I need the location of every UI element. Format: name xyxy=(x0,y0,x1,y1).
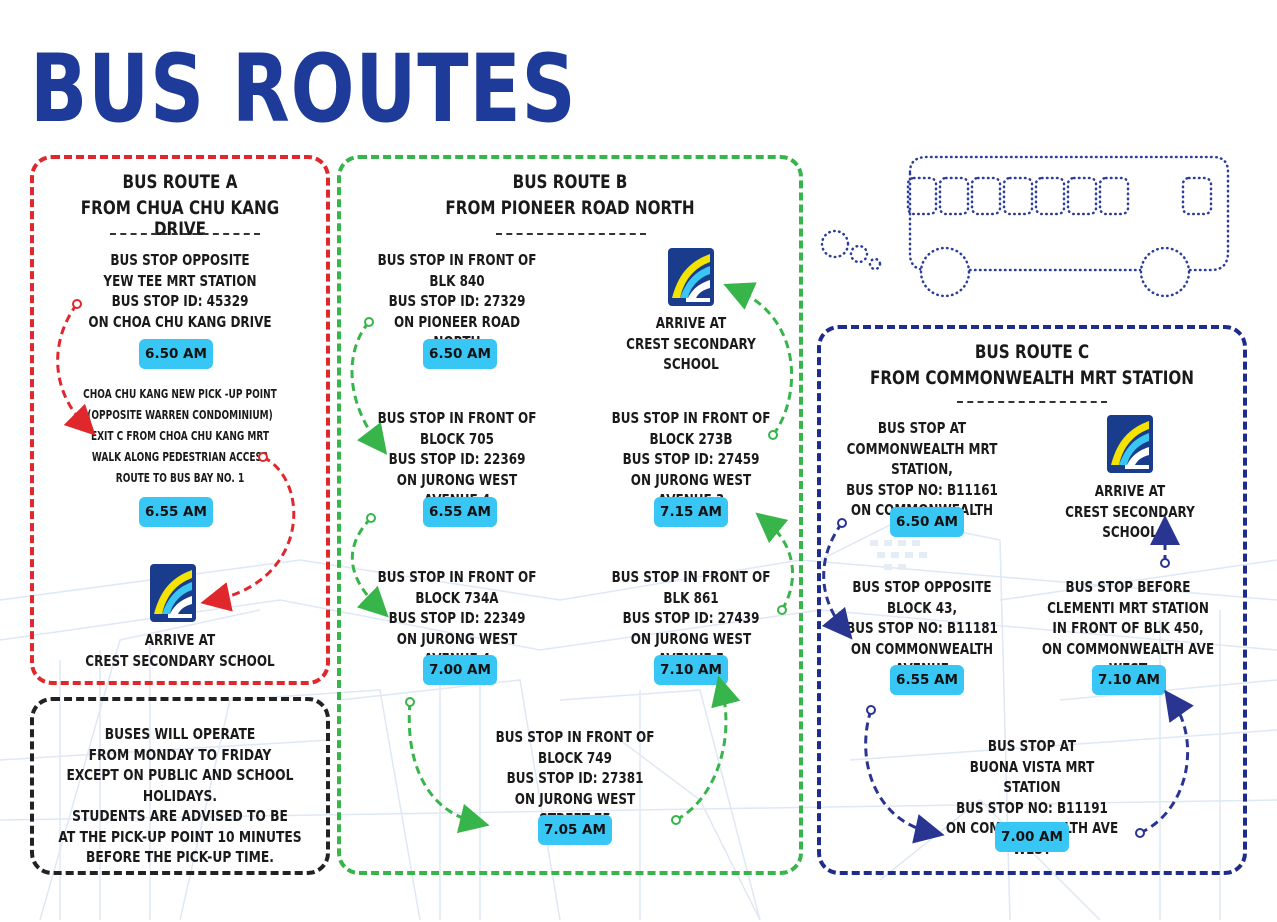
route-c-stop-4-time: 7.10 AM xyxy=(1092,665,1166,695)
route-c-arrival: ARRIVE AT CREST SECONDARY SCHOOL xyxy=(1065,482,1195,541)
operating-note: BUSES WILL OPERATE FROM MONDAY TO FRIDAY… xyxy=(58,725,302,866)
route-b-divider xyxy=(496,233,646,235)
route-c-stop-1-time: 6.50 AM xyxy=(890,507,964,537)
crest-logo-icon xyxy=(150,564,196,622)
route-c-stop-2-time: 6.55 AM xyxy=(890,665,964,695)
route-c-heading: BUS ROUTE C FROM COMMONWEALTH MRT STATIO… xyxy=(869,341,1195,389)
route-c-panel xyxy=(817,325,1247,875)
route-a-heading: BUS ROUTE A FROM CHUA CHU KANG DRIVE xyxy=(80,171,280,240)
route-c-stop-3-time: 7.00 AM xyxy=(995,822,1069,852)
route-b-arrival: ARRIVE AT CREST SECONDARY SCHOOL xyxy=(626,314,756,373)
route-a-divider xyxy=(110,233,260,235)
route-b-heading: BUS ROUTE B FROM PIONEER ROAD NORTH xyxy=(445,171,695,219)
route-a-stop-1-time: 6.50 AM xyxy=(139,339,213,369)
route-b-stop-4-time: 7.05 AM xyxy=(538,815,612,845)
route-b-stop-1: BUS STOP IN FRONT OF BLK 840 BUS STOP ID… xyxy=(377,251,537,351)
operating-note-panel xyxy=(30,697,330,875)
route-a-stop-1: BUS STOP OPPOSITE YEW TEE MRT STATION BU… xyxy=(88,251,272,331)
page-title: BUS ROUTES xyxy=(30,35,577,144)
route-b-stop-2: BUS STOP IN FRONT OF BLOCK 705 BUS STOP … xyxy=(377,409,537,509)
route-b-stop-2-time: 6.55 AM xyxy=(423,497,497,527)
route-b-stop-5-time: 7.10 AM xyxy=(654,655,728,685)
crest-logo-icon xyxy=(668,248,714,306)
bus-icon xyxy=(820,155,1230,298)
route-b-stop-5: BUS STOP IN FRONT OF BLK 861 BUS STOP ID… xyxy=(611,568,771,668)
route-b-stop-1-time: 6.50 AM xyxy=(423,339,497,369)
route-b-panel xyxy=(337,155,803,875)
route-a-stop-2: CHOA CHU KANG NEW PICK -UP POINT (OPPOSI… xyxy=(83,386,277,485)
route-b-stop-6: BUS STOP IN FRONT OF BLOCK 273B BUS STOP… xyxy=(611,409,771,509)
route-c-stop-4: BUS STOP BEFORE CLEMENTI MRT STATION IN … xyxy=(1041,578,1215,678)
route-c-divider xyxy=(957,401,1107,403)
route-a-arrival: ARRIVE AT CREST SECONDARY SCHOOL xyxy=(85,631,275,670)
route-b-stop-6-time: 7.15 AM xyxy=(654,497,728,527)
route-a-panel xyxy=(30,155,330,685)
route-b-stop-3-time: 7.00 AM xyxy=(423,655,497,685)
crest-logo-icon xyxy=(1107,415,1153,473)
route-a-stop-2-time: 6.55 AM xyxy=(139,497,213,527)
